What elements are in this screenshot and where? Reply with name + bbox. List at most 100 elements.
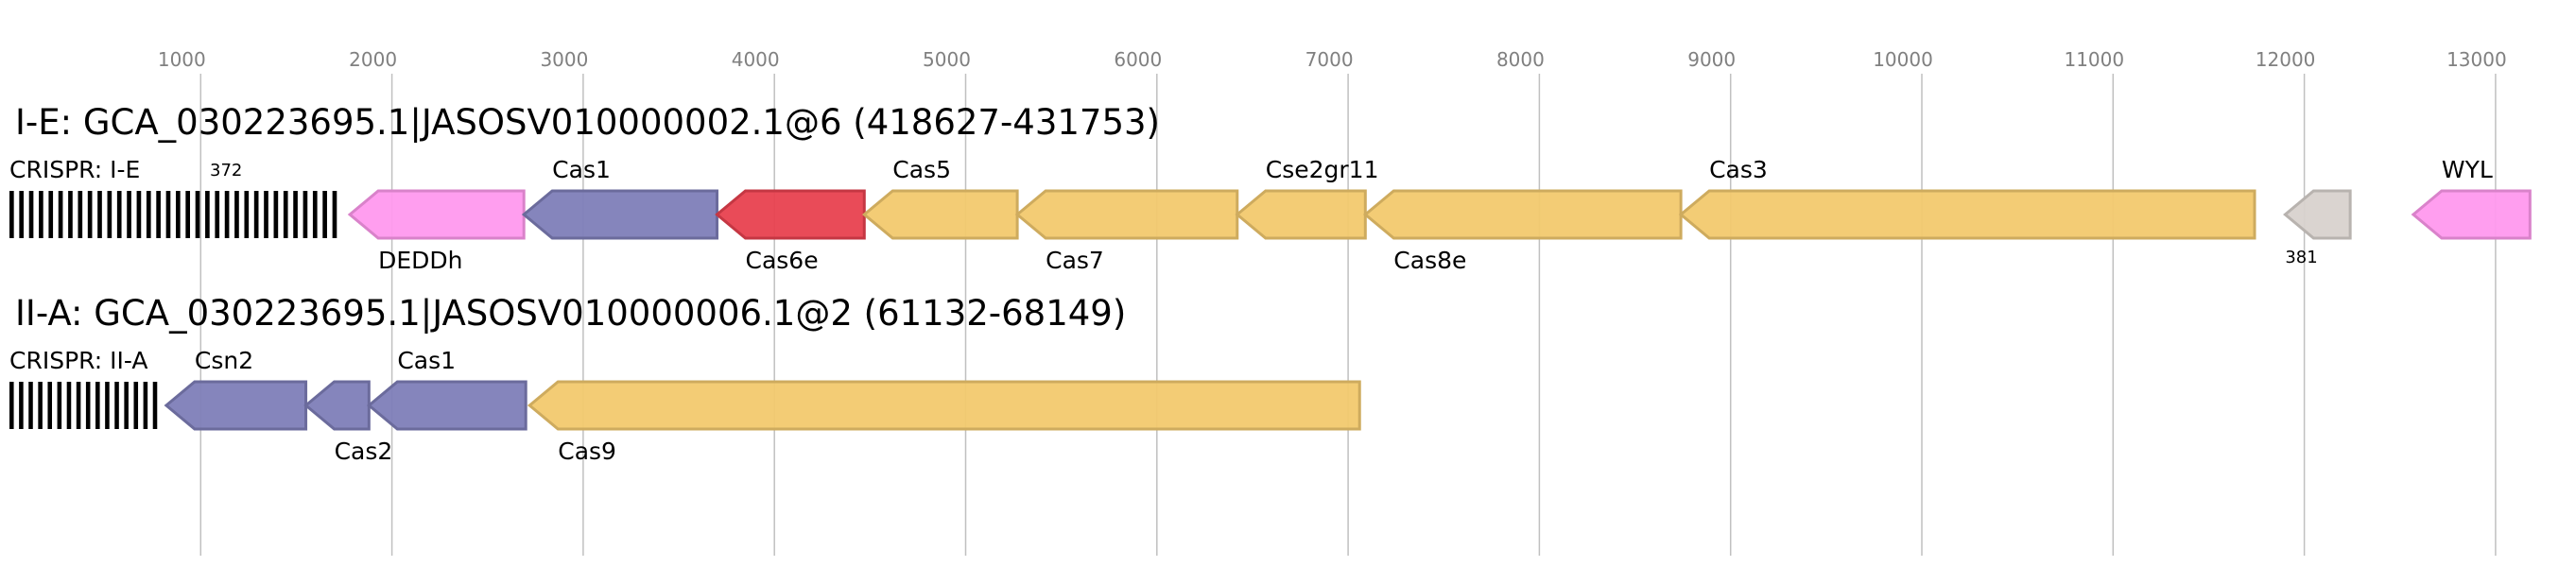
crispr-repeat: [143, 382, 148, 429]
crispr-repeat: [19, 382, 24, 429]
locus: I-E: GCA_030223695.1|JASOSV010000002.1@6…: [9, 102, 2532, 274]
axis-tick-labels: 1000 2000 3000 4000 5000 6000 7000 8000 9000 1000…: [158, 48, 2507, 71]
gene-label: WYL: [2442, 156, 2493, 183]
crispr-repeat: [283, 191, 288, 238]
crispr-repeat: [165, 191, 171, 238]
gene-label: Cas6e: [746, 247, 819, 274]
gene-arrow-cas8e: [1362, 189, 1683, 240]
axis-tick-label: 7000: [1305, 48, 1354, 71]
crispr-array: CRISPR: II-A: [9, 347, 158, 429]
crispr-repeat: [97, 191, 102, 238]
crispr-repeat: [152, 382, 158, 429]
gene-arrow-wyl: [2411, 189, 2532, 240]
axis-tick-label: 6000: [1114, 48, 1162, 71]
crispr-repeat: [9, 191, 14, 238]
gene-label: Cas8e: [1393, 247, 1466, 274]
gene-arrow-cas2: [303, 380, 371, 431]
axis-tick-label: 11000: [2064, 48, 2124, 71]
gene-label: 381: [2285, 248, 2317, 267]
crispr-repeat: [244, 191, 250, 238]
gene-label: Csn2: [195, 347, 253, 374]
crispr-repeat: [85, 382, 91, 429]
axis-tick-label: 4000: [732, 48, 780, 71]
axis-tick-label: 1000: [158, 48, 206, 71]
locus-title: I-E: GCA_030223695.1|JASOSV010000002.1@6…: [15, 102, 1160, 143]
gene-arrow-cas3: [1678, 189, 2256, 240]
crispr-repeat: [58, 191, 63, 238]
crispr-repeat: [39, 191, 43, 238]
crispr-repeat: [312, 191, 318, 238]
axis-tick-label: 5000: [923, 48, 971, 71]
crispr-label: CRISPR: I-E: [9, 156, 140, 183]
gene-label: Cas1: [397, 347, 456, 374]
gene-label: Cas1: [552, 156, 611, 183]
gene-arrow-cas6e: [715, 189, 866, 240]
crispr-repeat: [332, 191, 337, 238]
gene-arrow-cse2gr11: [1235, 189, 1367, 240]
crispr-repeat: [124, 382, 129, 429]
gene-label: Cse2gr11: [1266, 156, 1379, 183]
axis-tick-label: 10000: [1873, 48, 1933, 71]
crispr-repeat: [133, 382, 139, 429]
axis-gridlines: [199, 74, 2497, 556]
gene-arrow-cas1: [366, 380, 527, 431]
crispr-repeat: [68, 191, 73, 238]
crispr-repeat: [185, 191, 191, 238]
gene-arrow-deddh: [347, 189, 526, 240]
loci-group: I-E: GCA_030223695.1|JASOSV010000002.1@6…: [9, 102, 2532, 465]
crispr-repeat: [19, 191, 25, 238]
crispr-repeat: [273, 191, 279, 238]
gene-label: Cas3: [1709, 156, 1768, 183]
gene-label: Cas7: [1046, 247, 1104, 274]
axis-tick-label: 2000: [349, 48, 397, 71]
locus-title: II-A: GCA_030223695.1|JASOSV010000006.1@…: [15, 293, 1126, 334]
crispr-repeat: [78, 191, 83, 238]
crispr-repeat: [195, 191, 200, 238]
crispr-repeat: [48, 191, 54, 238]
crispr-repeat: [215, 191, 220, 238]
axis-tick-label: 3000: [540, 48, 588, 71]
crispr-repeat: [253, 191, 259, 238]
crispr-repeat: [176, 191, 181, 238]
gene-label: Cas5: [892, 156, 951, 183]
gene-arrow-cas9: [527, 380, 1361, 431]
crispr-repeat: [116, 191, 122, 238]
crispr-repeat: [136, 191, 142, 238]
crispr-repeat: [47, 382, 53, 429]
axis-tick-label: 9000: [1687, 48, 1736, 71]
crispr-count: 372: [210, 161, 242, 180]
gene-arrow-cas7: [1014, 189, 1239, 240]
axis-tick-label: 8000: [1496, 48, 1545, 71]
crispr-repeat: [38, 382, 43, 429]
gene-label: DEDDh: [378, 247, 462, 274]
crispr-repeat: [234, 191, 239, 238]
crispr-repeat: [105, 382, 110, 429]
crispr-repeat: [57, 382, 62, 429]
axis-tick-label: 12000: [2256, 48, 2316, 71]
crispr-repeat: [293, 191, 298, 238]
gene-arrow-381: [2283, 189, 2352, 240]
crispr-repeat: [224, 191, 230, 238]
crispr-repeat: [303, 191, 308, 238]
locus: II-A: GCA_030223695.1|JASOSV010000006.1@…: [9, 293, 1361, 465]
gene-arrow-csn2: [164, 380, 308, 431]
crispr-repeat: [107, 191, 112, 238]
crispr-repeat: [76, 382, 81, 429]
crispr-repeat: [114, 382, 119, 429]
crispr-repeat: [9, 382, 14, 429]
crispr-repeat: [156, 191, 161, 238]
gene-arrow-cas1: [521, 189, 719, 240]
crispr-repeat: [87, 191, 93, 238]
crispr-label: CRISPR: II-A: [9, 347, 147, 374]
gene-label: Cas2: [335, 438, 393, 465]
crispr-repeat: [205, 191, 210, 238]
crispr-repeat: [322, 191, 327, 238]
crispr-repeat: [264, 191, 268, 238]
crispr-repeat: [95, 382, 100, 429]
gene-arrow-cas5: [861, 189, 1019, 240]
crispr-array: CRISPR: I-E 372: [9, 156, 337, 238]
crispr-repeat: [146, 191, 151, 238]
crispr-repeat: [127, 191, 131, 238]
gene-label: Cas9: [558, 438, 616, 465]
